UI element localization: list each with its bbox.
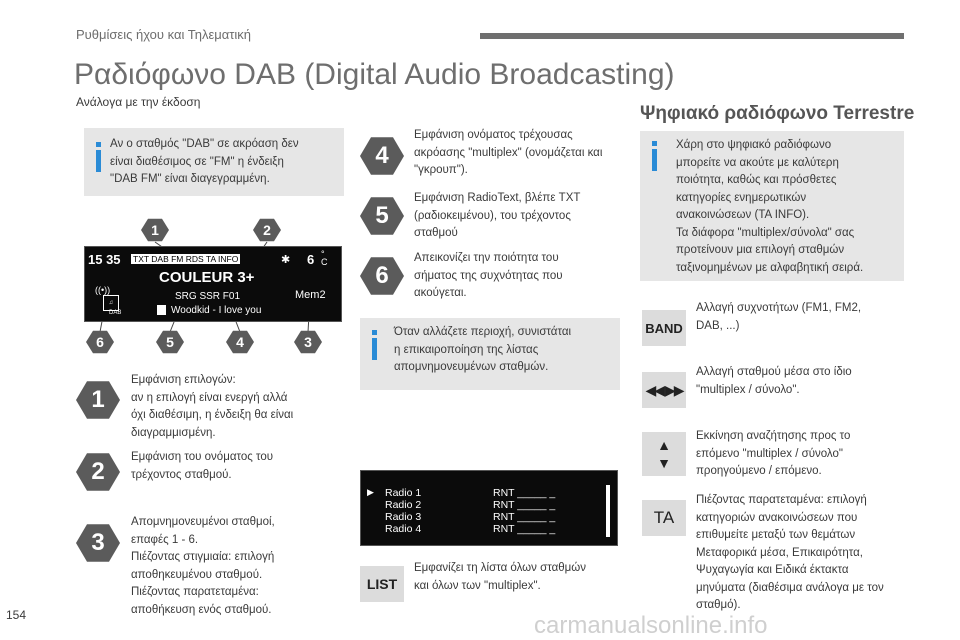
info-icon-bar xyxy=(372,338,377,360)
down-arrow-icon: ▼ xyxy=(657,455,671,471)
station-list-name-1: Radio 1 xyxy=(385,487,422,499)
callout-2: 2 xyxy=(253,218,281,242)
temperature-icon: °C xyxy=(321,249,328,267)
callout-6: 6 xyxy=(86,330,114,354)
radiotext: Woodkid - I love you xyxy=(171,305,262,316)
band-button-label: BAND xyxy=(645,320,683,336)
band-button-image: BAND xyxy=(642,310,686,346)
ta-button-image: TA xyxy=(642,500,686,536)
info-icon-bar xyxy=(96,150,101,172)
info-box-dab-fm: Αν ο σταθμός "DAB" σε ακρόαση δεν είναι … xyxy=(84,128,344,196)
clock-time: 15 35 xyxy=(88,252,121,267)
item-text-2: Εμφάνιση του ονόματος του τρέχοντος σταθ… xyxy=(131,451,274,481)
station-list-name-4: Radio 4 xyxy=(385,523,422,535)
item-text-3: Απομνημονευμένοι σταθμοί, επαφές 1 - 6. … xyxy=(131,516,275,616)
header-bar xyxy=(480,33,904,39)
list-scrollbar xyxy=(606,485,610,537)
seek-left-right-icon: ◀◀ ▶▶ xyxy=(645,381,685,398)
station-list-code-3: RNT _____ _ xyxy=(493,511,556,523)
station-list-code-2: RNT _____ _ xyxy=(493,499,556,511)
watermark: carmanualsonline.info xyxy=(534,612,768,639)
info-text-dab-fm: Αν ο σταθμός "DAB" σε ακρόαση δεν είναι … xyxy=(110,138,299,185)
list-button-label: LIST xyxy=(366,576,398,592)
station-list-code-1: RNT _____ _ xyxy=(493,487,556,499)
item-badge-5: 5 xyxy=(360,197,404,235)
info-text-region: Όταν αλλάζετε περιοχή, συνιστάται η επικ… xyxy=(394,326,572,373)
station-list-name-2: Radio 2 xyxy=(385,499,422,511)
callout-4: 4 xyxy=(226,330,254,354)
list-arrow-icon: ▶ xyxy=(367,487,374,497)
info-box-digital: Χάρη στο ψηφιακό ραδιόφωνο μπορείτε να α… xyxy=(640,131,904,281)
item-text-5: Εμφάνιση RadioText, βλέπε TXT (ραδιοκειμ… xyxy=(414,192,581,239)
info-icon xyxy=(652,141,657,146)
search-button-image: ▲ ▼ xyxy=(642,432,686,476)
seek-button-text: Αλλαγή σταθμού μέσα στο ίδιο "multiplex … xyxy=(696,366,852,396)
bluetooth-icon: ✱ xyxy=(281,254,291,266)
item-badge-1: 1 xyxy=(76,381,120,419)
status-flags: TXT DAB FM RDS TA INFO xyxy=(131,254,241,264)
info-icon-bar xyxy=(652,149,657,171)
ta-button-text: Πιέζοντας παρατεταμένα: επιλογή κατηγορι… xyxy=(696,494,884,611)
item-badge-3: 3 xyxy=(76,524,120,562)
callout-3: 3 xyxy=(294,330,322,354)
station-list-display: ▶ Radio 1 RNT _____ _ Radio 2 RNT _____ … xyxy=(360,470,618,546)
info-icon xyxy=(372,330,377,335)
radiotext-icon xyxy=(157,305,166,315)
item-badge-4: 4 xyxy=(360,137,404,175)
multiplex-name: SRG SSR F01 xyxy=(175,291,241,302)
item-text-6: Απεικονίζει την ποιότητα του σήματος της… xyxy=(414,252,563,299)
right-section-title: Ψηφιακό ραδιόφωνο Terrestre xyxy=(640,103,915,124)
radio-display: 15 35 TXT DAB FM RDS TA INFO ✱ 6 °C COUL… xyxy=(84,246,342,322)
search-button-text: Εκκίνηση αναζήτησης προς το επόμενο "mul… xyxy=(696,430,851,477)
signal-icon: ((•)) xyxy=(95,285,111,295)
list-button-image: LIST xyxy=(360,566,404,602)
ta-button-label: TA xyxy=(653,508,675,527)
item-badge-2: 2 xyxy=(76,453,120,491)
station-name: COULEUR 3+ xyxy=(159,269,255,286)
info-text-digital: Χάρη στο ψηφιακό ραδιόφωνο μπορείτε να α… xyxy=(676,139,864,274)
band-button-text: Αλλαγή συχνοτήτων (FM1, FM2, DAB, ...) xyxy=(696,302,862,332)
seek-button-image: ◀◀ ▶▶ xyxy=(642,372,686,408)
info-box-region: Όταν αλλάζετε περιοχή, συνιστάται η επικ… xyxy=(360,318,620,390)
callout-5: 5 xyxy=(156,330,184,354)
item-badge-6: 6 xyxy=(360,257,404,295)
dab-logo-icon: ♫ xyxy=(103,295,119,311)
info-icon xyxy=(96,142,101,147)
list-button-text: Εμφανίζει τη λίστα όλων σταθμών και όλων… xyxy=(414,562,586,592)
page-subtitle: Ανάλογα με την έκδοση xyxy=(76,95,201,109)
section-header: Ρυθμίσεις ήχου και Τηλεματική xyxy=(76,27,252,42)
up-arrow-icon: ▲ xyxy=(657,437,671,453)
station-list-code-4: RNT _____ _ xyxy=(493,523,556,535)
callout-1: 1 xyxy=(141,218,169,242)
page-number: 154 xyxy=(6,608,27,622)
station-list-name-3: Radio 3 xyxy=(385,511,422,523)
item-text-1: Εμφάνιση επιλογών: αν η επιλογή είναι εν… xyxy=(131,374,294,439)
dab-badge: DAB xyxy=(109,310,122,316)
page-title: Ραδιόφωνο DAB (Digital Audio Broadcastin… xyxy=(74,58,675,91)
preset-number: 6 xyxy=(307,252,315,267)
item-text-4: Εμφάνιση ονόματος τρέχουσας ακρόασης "mu… xyxy=(414,129,603,176)
memory-label: Mem2 xyxy=(295,289,326,301)
